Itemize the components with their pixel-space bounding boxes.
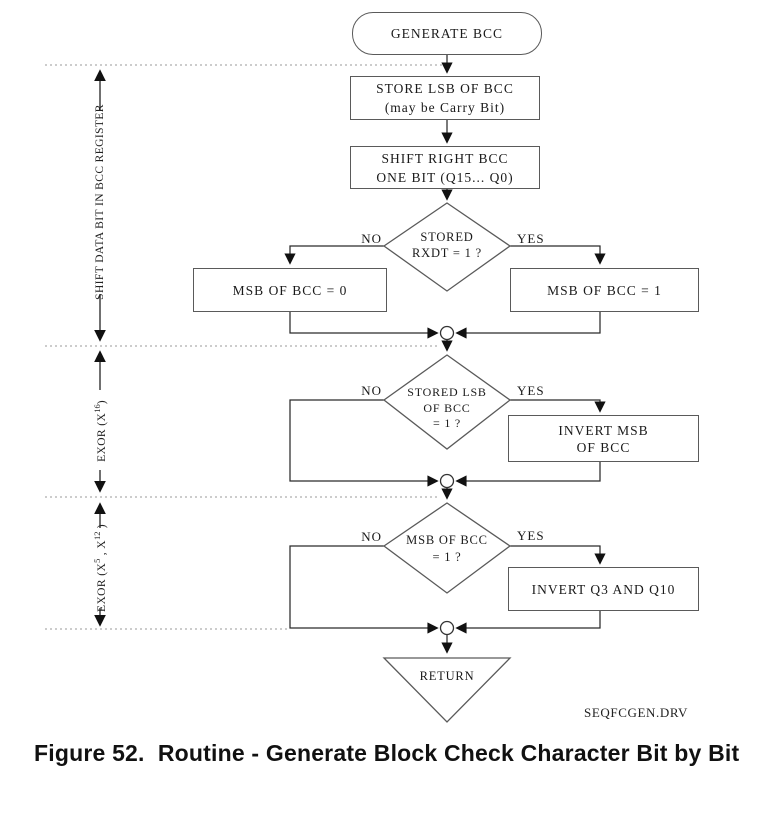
decision3-no-label: NO [361,529,382,544]
invert-msb-node: INVERT MSB OF BCC [508,415,699,462]
phase3-label: EXOR (X5 , X12 ) [92,524,108,612]
phase3-suffix: ) [96,524,108,532]
decision3-line2: = 1 ? [432,550,462,564]
decision2-text: STORED LSB OF BCC = 1 ? [384,385,510,432]
msb-one-node: MSB OF BCC = 1 [510,268,699,312]
decision1-no-label: NO [361,231,382,246]
junction1-circle [439,325,455,341]
edge-decision3-no [289,545,439,634]
decision2-diamond [382,354,512,450]
msb-one-label: MSB OF BCC = 1 [547,282,662,298]
decision1-line1: STORED [420,230,474,244]
phase2-exponent: 16 [92,404,102,413]
decision1-line2: RXDT = 1 ? [411,246,483,260]
invert-msb-line2: OF BCC [576,439,631,455]
edge-decision2-yes [510,399,606,413]
invert-msb-line1: INVERT MSB [558,422,649,438]
decision1-diamond [382,202,512,292]
edge-msb0-to-junction1 [289,310,439,339]
start-node: GENERATE BCC [352,12,542,55]
decision1-yes-label: YES [517,231,545,246]
shift-line2: ONE BIT (Q15... Q0) [376,169,514,185]
decision2-no-label: NO [361,383,382,398]
decision2-line1: STORED LSB [407,385,487,399]
junction2-circle [439,473,455,489]
decision1-text: STORED RXDT = 1 ? [384,229,510,261]
store-lsb-line2: (may be Carry Bit) [384,100,506,115]
edge-decision3-yes [510,545,606,565]
edge-msb1-to-junction1 [455,310,601,339]
store-lsb-line1: STORE LSB OF BCC [376,81,514,96]
decision3-text: MSB OF BCC = 1 ? [384,532,510,566]
invert-q-node: INVERT Q3 AND Q10 [508,567,699,611]
start-label: GENERATE BCC [390,26,504,41]
return-label: RETURN [419,669,475,683]
decision3-line1: MSB OF BCC [406,533,488,547]
phase2-suffix: ) [96,400,108,405]
phase3-prefix: EXOR (X [96,562,108,612]
phase3-exponent1: 5 [92,558,102,563]
figure-caption: Figure 52. Routine - Generate Block Chec… [34,740,740,766]
store-lsb-node: STORE LSB OF BCC (may be Carry Bit) [350,76,540,120]
decision2-line2: OF BCC [423,400,471,415]
phase1-label: SHIFT DATA BIT IN BCC REGISTER [94,104,106,300]
edge-invertmsb-to-junction2 [455,460,601,487]
edge-decision2-no [289,399,439,487]
edge-decision1-no [284,245,384,265]
flow-edges [284,53,606,654]
decision3-diamond [382,502,512,594]
junction3-circle [439,620,455,636]
return-triangle [382,657,512,723]
invert-q-label: INVERT Q3 AND Q10 [531,581,676,597]
phase-divider-lines [45,64,449,630]
edge-invertq-to-junction3 [455,609,601,634]
shift-line1: SHIFT RIGHT BCC [381,150,509,166]
decision3-yes-label: YES [517,528,545,543]
decision2-yes-label: YES [517,383,545,398]
msb-zero-node: MSB OF BCC = 0 [193,268,387,312]
decision2-line3: = 1 ? [432,416,462,430]
phase2-label: EXOR (X16) [92,400,108,462]
phase3-exponent2: 12 [92,531,102,541]
phase2-prefix: EXOR (X [96,412,108,462]
edge-decision1-yes [510,245,606,265]
phase3-mid: , X [96,540,108,559]
msb-zero-label: MSB OF BCC = 0 [232,282,348,298]
shift-right-node: SHIFT RIGHT BCC ONE BIT (Q15... Q0) [350,146,540,189]
drawing-file-label: SEQFCGEN.DRV [584,705,689,720]
